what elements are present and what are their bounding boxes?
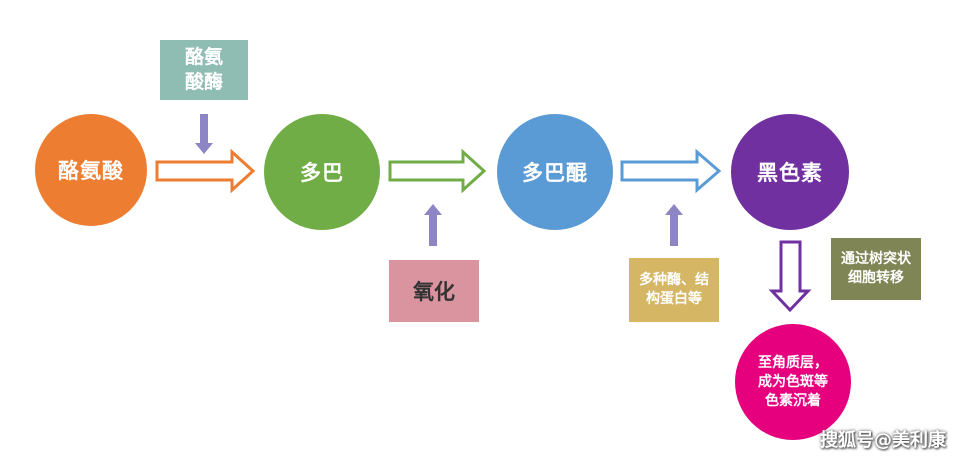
box-transfer-line-1: 通过树突状 [841, 251, 911, 267]
watermark-text: 搜狐号@美利康 [820, 430, 946, 451]
box-enzymes-line-2: 构蛋白等 [646, 291, 702, 307]
box-transfer: 通过树突状 细胞转移 [831, 238, 921, 300]
box-enzymes: 多种酶、结 构蛋白等 [629, 258, 719, 322]
node-dopa-label: 多巴 [300, 161, 344, 185]
box-tyrosinase-line-1: 酪氨 [184, 46, 223, 68]
node-result-line-1: 至角质层， [758, 354, 828, 371]
node-dopaquinone-label: 多巴醌 [522, 161, 588, 185]
box-transfer-line-2: 细胞转移 [848, 270, 904, 286]
node-result: 至角质层， 成为色斑等 色素沉着 [735, 324, 851, 440]
node-melanin: 黑色素 [731, 114, 849, 230]
node-tyrosine: 酪氨酸 [35, 114, 147, 226]
box-enzymes-line-1: 多种酶、结 [639, 272, 709, 288]
node-result-line-3: 色素沉着 [765, 392, 821, 409]
node-result-line-2: 成为色斑等 [758, 373, 828, 390]
box-tyrosinase-line-2: 酸酶 [184, 71, 223, 93]
node-melanin-label: 黑色素 [757, 161, 823, 185]
box-tyrosinase: 酪氨 酸酶 [160, 40, 248, 100]
node-tyrosine-label: 酪氨酸 [58, 159, 124, 183]
box-oxidation: 氧化 [389, 260, 479, 322]
box-oxidation-label: 氧化 [413, 280, 455, 304]
node-dopa: 多巴 [264, 114, 380, 230]
node-dopaquinone: 多巴醌 [497, 114, 613, 230]
